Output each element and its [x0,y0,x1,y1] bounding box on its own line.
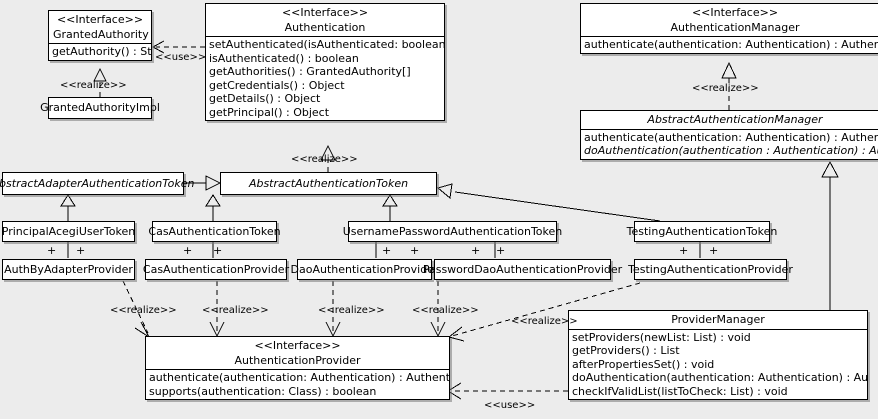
class-name: UsernamePasswordAuthenticationToken [342,224,563,238]
class-testing-authentication-provider[interactable]: TestingAuthenticationProvider [628,259,793,280]
class-name: AbstractAdapterAuthenticationToken [0,176,195,190]
class-authentication-manager[interactable]: <<Interface>> AuthenticationManager auth… [580,3,878,54]
class-name: AbstractAuthenticationManager [647,113,823,126]
class-cas-authentication-token[interactable]: CasAuthenticationToken [148,221,281,242]
class-header: <<Interface>> GrantedAuthority [49,11,151,43]
relationship-label-realize-granted-authority: <<realize>> [60,80,127,91]
class-password-dao-authentication-provider[interactable]: PasswordDaoAuthenticationProvider [423,259,622,280]
operation: authenticate(authentication: Authenticat… [584,38,878,52]
relationship-label-realize-testing: <<realize>> [511,316,578,327]
operation: isAuthenticated() : boolean [209,51,359,65]
class-name: CasAuthenticationToken [148,224,281,238]
stereotype-label: <<Interface>> [254,339,341,352]
operation: getPrincipal() : Object [209,105,330,119]
operation: afterPropertiesSet() : void [572,357,715,371]
class-provider-manager[interactable]: ProviderManager setProviders(newList: Li… [568,310,868,401]
operation: setProviders(newList: List) : void [572,330,751,344]
class-name: TestingAuthenticationToken [626,224,778,238]
class-header: AbstractAuthenticationManager [581,111,878,129]
relationship-label-realize-cas: <<realize>> [202,305,269,316]
class-username-password-authentication-token[interactable]: UsernamePasswordAuthenticationToken [343,221,562,242]
class-name: AbstractAuthenticationToken [248,176,409,190]
relationship-label-use-provider-manager: <<use>> [484,400,536,411]
operations-compartment: authenticate(authentication: Authenticat… [146,369,449,399]
class-testing-authentication-token[interactable]: TestingAuthenticationToken [627,221,777,242]
stereotype-label: <<Interface>> [691,6,779,19]
relationship-label-use-granted-authority: <<use>> [155,52,207,63]
class-name: GrantedAuthorityImpl [40,101,160,115]
class-name: AuthenticationManager [670,20,800,34]
association-end-marker: + [410,244,420,257]
relationship-label-realize-authentication-manager: <<realize>> [692,83,759,94]
class-abstract-adapter-authentication-token[interactable]: AbstractAdapterAuthenticationToken [0,172,194,195]
association-end-marker: + [76,244,86,257]
class-name: ProviderManager [671,313,765,326]
class-abstract-authentication-manager[interactable]: AbstractAuthenticationManager authentica… [580,110,878,160]
class-header: <<Interface>> Authentication [206,4,444,36]
operations-compartment: authenticate(authentication: Authenticat… [581,36,878,53]
association-end-marker: + [213,244,223,257]
class-authentication-provider[interactable]: <<Interface>> AuthenticationProvider aut… [145,336,450,401]
operation: setAuthenticated(isAuthenticated: boolea… [209,38,444,52]
class-granted-authority[interactable]: <<Interface>> GrantedAuthority getAuthor… [48,10,152,61]
operations-compartment: setAuthenticated(isAuthenticated: boolea… [206,36,444,120]
class-principal-acegi-user-token[interactable]: PrincipalAcegiUserToken [2,221,135,242]
operation: getProviders() : List [572,344,680,358]
operation: authenticate(authentication: Authenticat… [584,130,878,144]
operation: doAuthentication(authentication: Authent… [572,371,867,385]
stereotype-label: <<Interface>> [56,13,144,26]
class-authentication[interactable]: <<Interface>> Authentication setAuthenti… [205,3,445,122]
class-name: TestingAuthenticationProvider [628,262,793,276]
class-auth-by-adapter-provider[interactable]: AuthByAdapterProvider [2,259,135,280]
operation: checkIfValidList(listToCheck: List) : vo… [572,384,788,398]
operation: getAuthorities() : GrantedAuthority[] [209,65,411,79]
operation: doAuthentication(authentication : Authen… [584,144,878,158]
class-abstract-authentication-token[interactable]: AbstractAuthenticationToken [220,172,437,195]
class-name: AuthByAdapterProvider [4,262,133,276]
operations-compartment: getAuthority() : String [49,43,151,60]
operations-compartment: setProviders(newList: List) : void getPr… [569,328,867,400]
operation: supports(authentication: Class) : boolea… [149,384,377,398]
operation: getCredentials() : Object [209,78,345,92]
association-end-marker: + [183,244,193,257]
class-name: PasswordDaoAuthenticationProvider [422,262,623,276]
operation: getDetails() : Object [209,92,321,106]
operation: getAuthority() : String [52,45,151,59]
association-end-marker: + [679,244,689,257]
association-end-marker: + [382,244,392,257]
association-end-marker: + [471,244,481,257]
class-header: <<Interface>> AuthenticationManager [581,4,878,36]
class-name: DaoAuthenticationProvider [290,262,439,276]
class-dao-authentication-provider[interactable]: DaoAuthenticationProvider [291,259,439,280]
stereotype-label: <<Interface>> [281,6,369,19]
class-cas-authentication-provider[interactable]: CasAuthenticationProvider [142,259,290,280]
relationship-label-realize-authentication-token: <<realize>> [291,154,358,165]
class-header: <<Interface>> AuthenticationProvider [146,337,449,369]
relationship-label-realize-password-dao: <<realize>> [412,305,479,316]
association-end-marker: + [709,244,719,257]
relationship-label-realize-auth-by-adapter: <<realize>> [110,305,177,316]
class-header: ProviderManager [569,311,867,329]
association-end-marker: + [496,244,506,257]
class-granted-authority-impl[interactable]: GrantedAuthorityImpl [40,97,160,119]
class-name: Authentication [284,20,366,34]
relationship-label-realize-dao: <<realize>> [318,305,385,316]
association-end-marker: + [47,244,57,257]
class-name: CasAuthenticationProvider [142,262,290,276]
operations-compartment: authenticate(authentication: Authenticat… [581,128,878,159]
class-name: AuthenticationProvider [234,353,361,367]
class-name: PrincipalAcegiUserToken [1,224,136,238]
operation: authenticate(authentication: Authenticat… [149,371,449,385]
class-name: GrantedAuthority [53,27,149,41]
